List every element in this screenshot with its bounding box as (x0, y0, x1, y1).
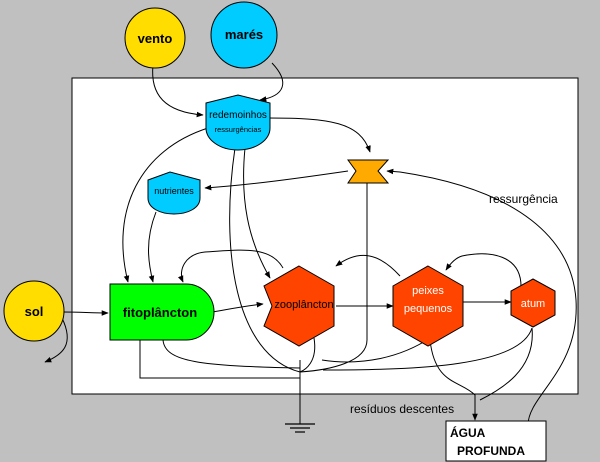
flow-redemoinhos-residuos (229, 147, 301, 373)
flow-vento-redemoinhos (152, 64, 204, 118)
node-vento-label: vento (138, 31, 173, 46)
label-ressurgencia: ressurgência (489, 192, 558, 206)
node-junction (347, 159, 390, 184)
node-mares-label: marés (225, 27, 263, 42)
flow-fito-residuos-2 (162, 339, 301, 369)
connectors (44, 62, 577, 426)
flow-residuos-to-profunda (429, 339, 478, 421)
flow-atum-to-profunda (479, 327, 533, 401)
flow-sol-fito (62, 310, 109, 316)
ground-sink-icon (285, 423, 315, 433)
flow-redemoinhos-zoo (243, 147, 271, 279)
flow-ressurgencia (386, 168, 577, 426)
flow-peixes-zoo-feedback (335, 255, 401, 277)
flow-peixes-back (321, 337, 431, 363)
node-mares: marés (210, 1, 278, 69)
node-nutrientes: nutrientes (147, 171, 201, 215)
node-redemoinhos: redemoinhos ressurgências (205, 94, 271, 151)
node-peixes-sublabel: pequenos (404, 303, 453, 315)
system-boundary (71, 77, 579, 395)
flow-atum-back (322, 327, 533, 371)
node-fitoplancton: fitoplâncton (109, 283, 215, 341)
node-redemoinhos-sublabel: ressurgências (215, 125, 262, 134)
node-sol-label: sol (25, 304, 44, 319)
node-zooplancton: zooplâncton (263, 265, 335, 347)
node-sol: sol (3, 280, 65, 342)
flow-nutrientes-fito (148, 211, 157, 283)
node-nutrientes-label: nutrientes (154, 186, 194, 196)
node-peixes-pequenos: peixes pequenos (392, 265, 464, 347)
flow-junction-nutrientes (204, 170, 349, 191)
flow-fito-zoo (211, 301, 264, 313)
node-atum-label: atum (521, 298, 545, 310)
node-redemoinhos-label: redemoinhos (209, 110, 267, 121)
node-agua-sublabel: PROFUNDA (457, 444, 525, 458)
flow-fito-residuos (139, 340, 300, 379)
node-vento: vento (124, 7, 186, 69)
flow-redemoinhos-fito (122, 127, 209, 283)
flow-zoo-residuos (299, 337, 316, 373)
node-zooplancton-label: zooplâncton (274, 299, 333, 311)
label-residuos-descentes: resíduos descentes (350, 402, 454, 416)
node-peixes-label: peixes (412, 285, 444, 297)
node-agua-profunda: ÁGUA PROFUNDA (445, 420, 547, 462)
flow-sol-sink (44, 317, 68, 363)
node-agua-label: ÁGUA (450, 425, 486, 440)
flow-atum-peixes-feedback (445, 253, 522, 289)
flow-zoo-fito-feedback (177, 249, 284, 283)
node-fitoplancton-label: fitoplâncton (123, 305, 197, 320)
flow-redemoinhos-junction (267, 117, 371, 153)
node-atum: atum (510, 278, 556, 328)
flow-mares-redemoinhos (259, 62, 284, 102)
